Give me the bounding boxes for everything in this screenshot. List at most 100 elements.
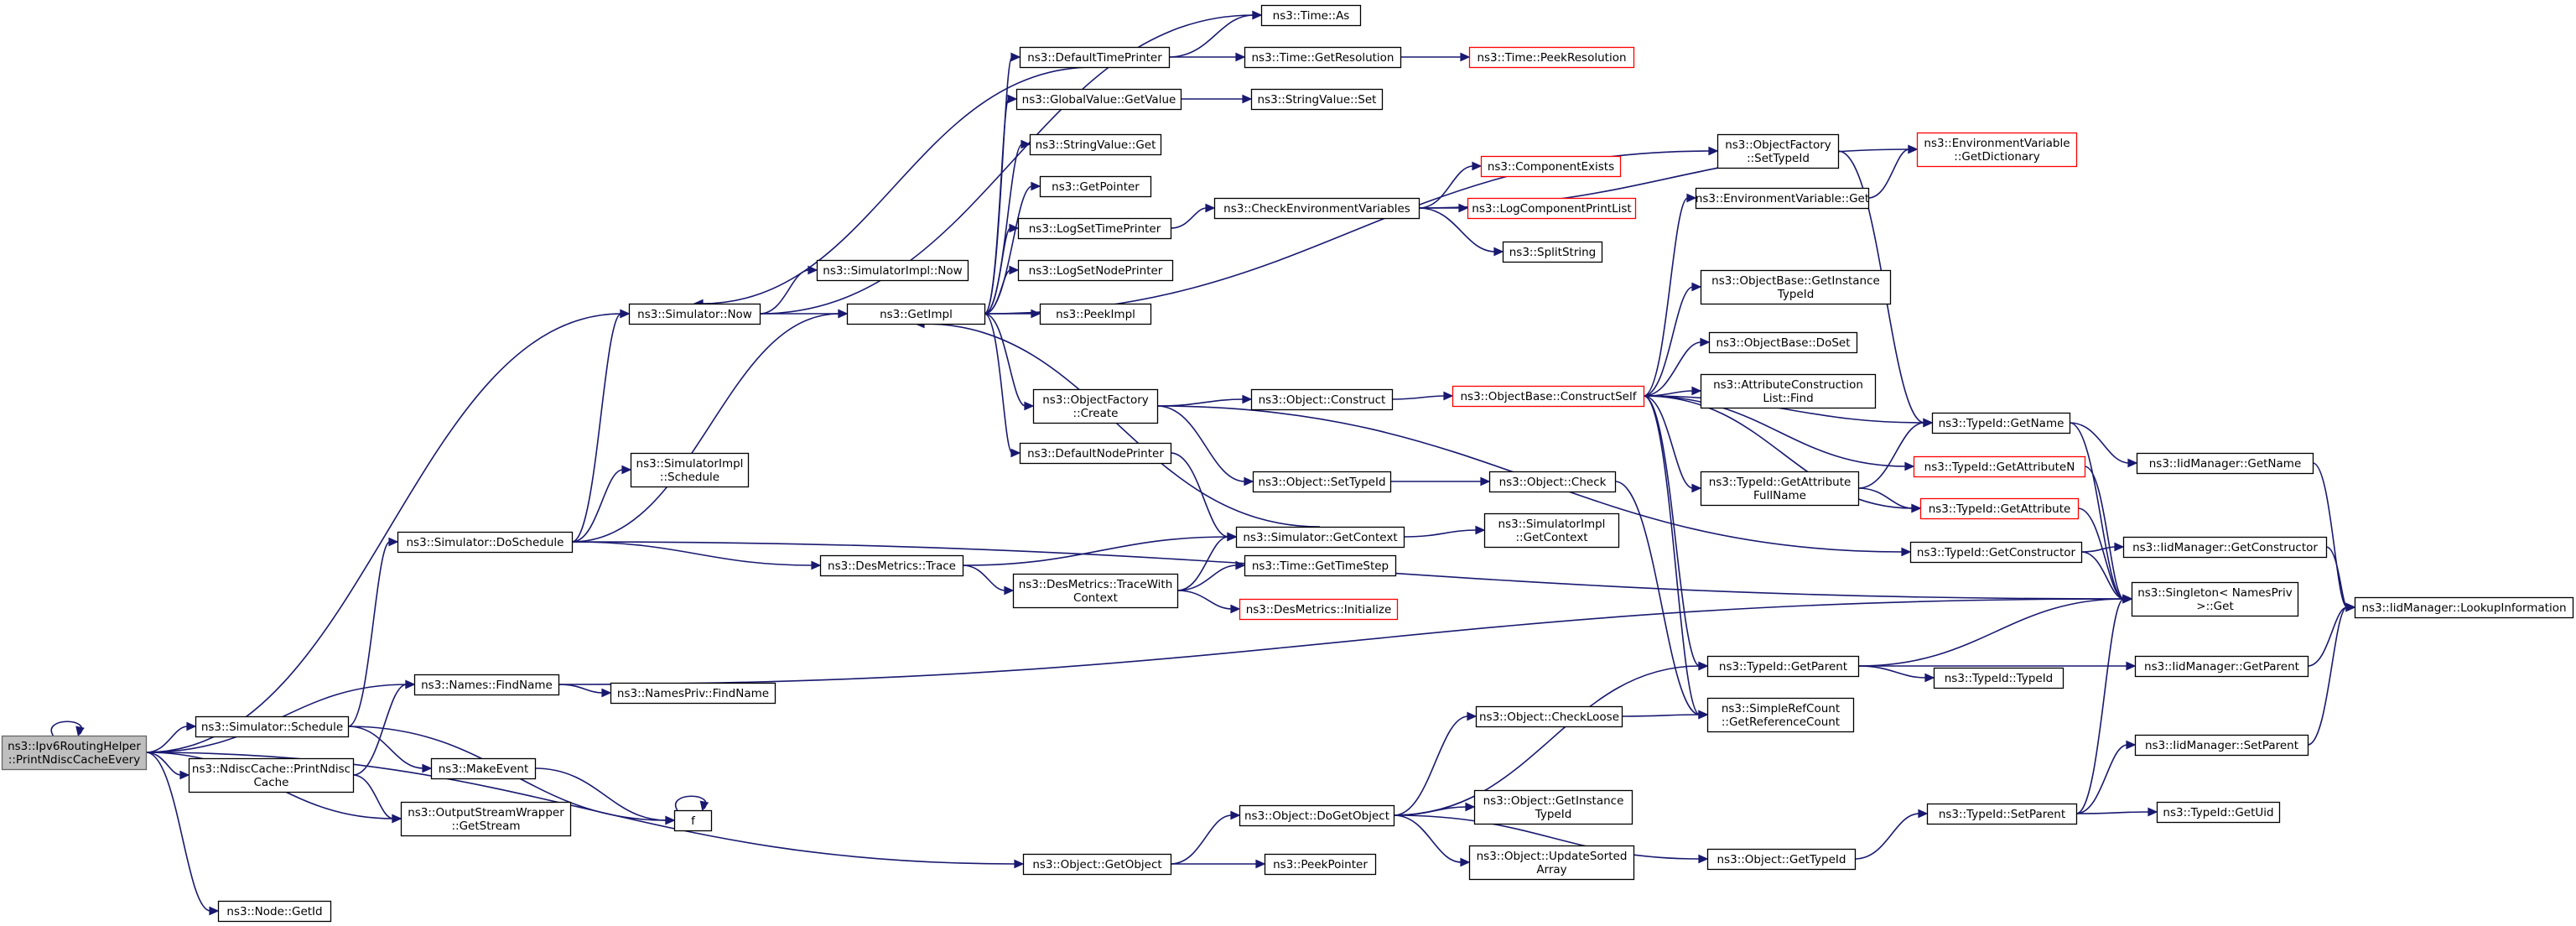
node-typeid_getattrn[interactable]: ns3::TypeId::GetAttributeN (1913, 455, 2086, 478)
node-def_time_printer[interactable]: ns3::DefaultTimePrinter (1019, 46, 1171, 69)
edge-des_trace-to-des_trace_ctx (962, 564, 1015, 596)
node-peekpointer[interactable]: ns3::PeekPointer (1264, 853, 1377, 876)
node-label-line: ns3::TypeId::TypeId (1945, 672, 2054, 685)
node-label-line: ns3::StringValue::Set (1258, 93, 1377, 107)
node-getpointer[interactable]: ns3::GetPointer (1039, 175, 1152, 198)
edge-names_find-to-nameshelp_find (558, 684, 612, 698)
node-label-line: ns3::Object::DoGetObject (1244, 809, 1389, 823)
node-split_string[interactable]: ns3::SplitString (1502, 241, 1603, 263)
node-f[interactable]: f (673, 809, 713, 832)
edge-obj_dogetobject-to-obj_gettypeid (1393, 814, 1709, 864)
node-obj_check[interactable]: ns3::Object::Check (1488, 471, 1617, 493)
node-simplerefcount[interactable]: ns3::SimpleRefCount::GetReferenceCount (1706, 697, 1855, 733)
node-obj_construct[interactable]: ns3::Object::Construct (1250, 388, 1394, 411)
edge-objbase_construct-to-typeid_getattrfull (1643, 395, 1702, 493)
node-sim_getcontext[interactable]: ns3::Simulator::GetContext (1235, 526, 1405, 549)
node-singleton_get[interactable]: ns3::Singleton< NamesPriv>::Get (2131, 581, 2299, 617)
node-label-line: ns3::Object::Construct (1259, 393, 1386, 407)
node-node_getid[interactable]: ns3::Node::GetId (217, 900, 332, 923)
node-obj_checkloose[interactable]: ns3::Object::CheckLoose (1475, 705, 1623, 728)
node-check_env[interactable]: ns3::CheckEnvironmentVariables (1213, 197, 1420, 220)
node-envvar_getdict[interactable]: ns3::EnvironmentVariable::GetDictionary (1916, 132, 2078, 168)
node-label-line: ns3::PeekImpl (1056, 308, 1135, 321)
edge-obj_dogetobject-to-obj_updatesorted (1393, 814, 1471, 867)
node-sim_schedule[interactable]: ns3::Simulator::Schedule (195, 715, 350, 738)
node-root[interactable]: ns3::Ipv6RoutingHelper::PrintNdiscCacheE… (1, 735, 148, 771)
edge-typeid_getattrfull-to-typeid_getname (1857, 418, 1934, 489)
edge-makeevent-to-f (534, 767, 676, 825)
edge-objbase_construct-to-envvar_get (1643, 193, 1697, 397)
node-des_init[interactable]: ns3::DesMetrics::Initialize (1239, 598, 1399, 621)
node-log_node_printer[interactable]: ns3::LogSetNodePrinter (1017, 259, 1174, 282)
node-obj_getobject[interactable]: ns3::Object::GetObject (1022, 853, 1172, 876)
node-typeid_getconstructor[interactable]: ns3::TypeId::GetConstructor (1909, 541, 2083, 564)
node-simimpl_now[interactable]: ns3::SimulatorImpl::Now (816, 259, 969, 282)
node-names_find[interactable]: ns3::Names::FindName (413, 674, 560, 696)
edge-f-to-f (674, 795, 709, 812)
node-iid_getname[interactable]: ns3::IidManager::GetName (2136, 452, 2314, 475)
edge-def_node_printer-to-sim_getcontext (1170, 452, 1238, 542)
node-time_getstep[interactable]: ns3::Time::GetTimeStep (1244, 554, 1397, 577)
node-getimpl[interactable]: ns3::GetImpl (846, 303, 986, 325)
node-peekimpl[interactable]: ns3::PeekImpl (1039, 303, 1152, 325)
node-iid_lookup[interactable]: ns3::IidManager::LookupInformation (2354, 596, 2574, 619)
node-objfactory_create[interactable]: ns3::ObjectFactory::Create (1032, 388, 1159, 424)
node-time_as[interactable]: ns3::Time::As (1260, 4, 1362, 27)
node-obj_gettypeid[interactable]: ns3::Object::GetTypeId (1706, 848, 1857, 871)
node-sv_get[interactable]: ns3::StringValue::Get (1029, 133, 1162, 156)
node-iid_getconstructor[interactable]: ns3::IidManager::GetConstructor (2122, 536, 2328, 559)
node-simimpl_schedule[interactable]: ns3::SimulatorImpl::Schedule (630, 452, 750, 488)
node-label-line: Context (1073, 591, 1118, 605)
node-typeid_getuid[interactable]: ns3::TypeId::GetUid (2156, 801, 2281, 824)
node-label-line: ns3::DesMetrics::TraceWith (1019, 578, 1173, 591)
edge-root-to-ndisc_print (145, 752, 190, 780)
node-objfactory_settypeid[interactable]: ns3::ObjectFactory::SetTypeId (1716, 133, 1840, 169)
node-def_node_printer[interactable]: ns3::DefaultNodePrinter (1019, 442, 1172, 465)
node-objbase_construct[interactable]: ns3::ObjectBase::ConstructSelf (1452, 385, 1645, 408)
node-time_getres[interactable]: ns3::Time::GetResolution (1244, 46, 1402, 69)
edge-typeid_getattrn-to-singleton_get (2084, 466, 2133, 604)
node-gv_getvalue[interactable]: ns3::GlobalValue::GetValue (1015, 88, 1182, 111)
node-iid_getparent[interactable]: ns3::IidManager::GetParent (2134, 655, 2309, 678)
node-des_trace[interactable]: ns3::DesMetrics::Trace (819, 554, 964, 577)
node-nameshelp_find[interactable]: ns3::NamesPriv::FindName (610, 682, 776, 705)
node-label-line: ns3::LogSetTimePrinter (1029, 222, 1161, 236)
edge-getimpl-to-log_time_printer (984, 223, 1020, 315)
node-obj_settypeid[interactable]: ns3::Object::SetTypeId (1252, 471, 1392, 493)
node-typeid_getparent[interactable]: ns3::TypeId::GetParent (1706, 655, 1860, 678)
node-sv_set[interactable]: ns3::StringValue::Set (1250, 88, 1384, 111)
node-iid_setparent[interactable]: ns3::IidManager::SetParent (2134, 734, 2309, 757)
node-label-line: ns3::SimulatorImpl (1498, 518, 1606, 531)
node-typeid_typeid[interactable]: ns3::TypeId::TypeId (1933, 667, 2064, 689)
node-log_comp_print[interactable]: ns3::LogComponentPrintList (1467, 197, 1637, 220)
node-label-line: ns3::Node::GetId (226, 905, 322, 918)
node-typeid_getname[interactable]: ns3::TypeId::GetName (1931, 412, 2071, 434)
edge-getimpl-to-gv_getvalue (984, 94, 1018, 315)
node-comp_exists[interactable]: ns3::ComponentExists (1480, 155, 1622, 178)
node-typeid_setparent[interactable]: ns3::TypeId::SetParent (1926, 803, 2078, 825)
node-label-line: ns3::StringValue::Get (1036, 138, 1156, 152)
node-log_time_printer[interactable]: ns3::LogSetTimePrinter (1017, 217, 1172, 240)
node-label-line: ns3::TypeId::GetAttribute (1929, 502, 2071, 516)
node-makeevent[interactable]: ns3::MakeEvent (430, 757, 537, 780)
node-label-line: ns3::Time::GetResolution (1251, 51, 1394, 65)
node-sim_now[interactable]: ns3::Simulator::Now (628, 303, 761, 325)
node-obj_dogetobject[interactable]: ns3::Object::DoGetObject (1239, 804, 1395, 827)
node-simimpl_getcontext[interactable]: ns3::SimulatorImpl::GetContext (1483, 512, 1620, 549)
node-osw_stream[interactable]: ns3::OutputStreamWrapper::GetStream (400, 801, 572, 837)
node-typeid_getattr[interactable]: ns3::TypeId::GetAttribute (1919, 497, 2080, 520)
node-ndisc_print[interactable]: ns3::NdiscCache::PrintNdiscCache (188, 757, 355, 793)
node-objbase_doset[interactable]: ns3::ObjectBase::DoSet (1708, 331, 1858, 354)
node-time_peekres[interactable]: ns3::Time::PeekResolution (1468, 46, 1635, 69)
node-label-line: ns3::CheckEnvironmentVariables (1223, 202, 1410, 216)
node-envvar_get[interactable]: ns3::EnvironmentVariable::Get (1695, 187, 1870, 210)
node-sim_doschedule[interactable]: ns3::Simulator::DoSchedule (397, 531, 574, 554)
edge-obj_dogetobject-to-obj_getinstance (1393, 802, 1476, 816)
edge-sim_doschedule-to-sim_now (571, 309, 631, 543)
